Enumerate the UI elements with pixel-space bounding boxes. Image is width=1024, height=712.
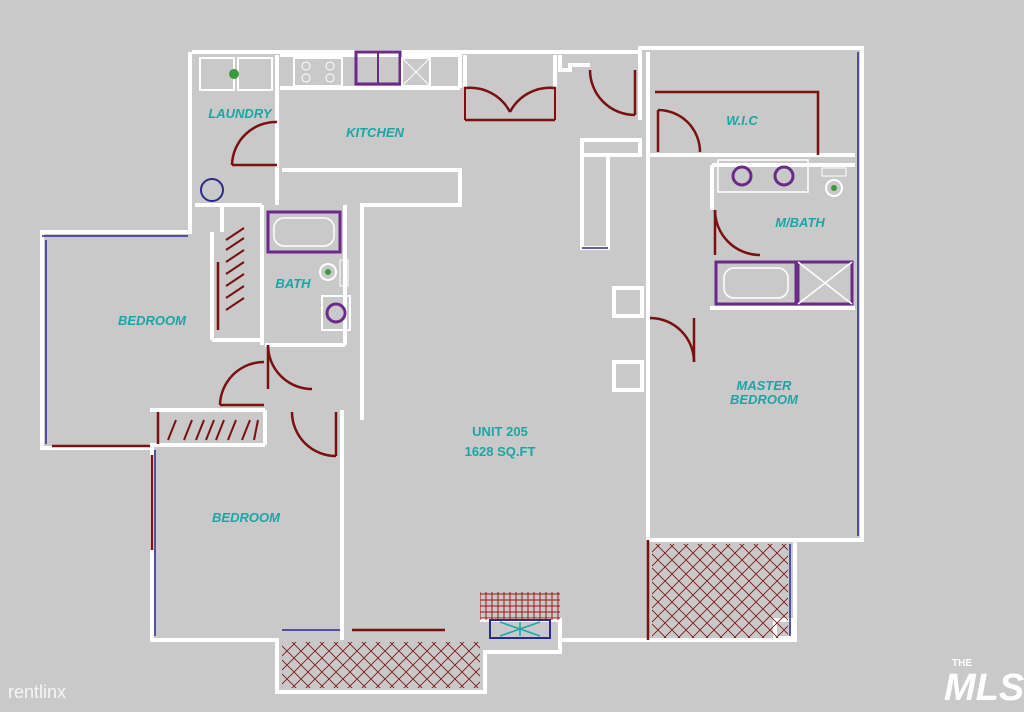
stove-icon — [293, 57, 343, 87]
fixtures — [199, 50, 854, 331]
rentlinx-watermark: rentlinx — [8, 682, 66, 702]
walls — [40, 46, 864, 694]
mls-logo: MLS — [944, 667, 1024, 709]
balconies — [282, 544, 788, 688]
label-bedroom-2: BEDROOM — [212, 510, 281, 525]
watermarks: rentlinx THE MLS — [8, 658, 1024, 709]
bathtub-icon — [266, 210, 342, 254]
windows — [42, 52, 859, 636]
unit-name: UNIT 205 — [472, 424, 528, 439]
label-mbath: M/BATH — [775, 215, 825, 230]
mls-the: THE — [952, 658, 972, 669]
label-master-line1: MASTER — [737, 378, 793, 393]
label-bedroom-1: BEDROOM — [118, 313, 187, 328]
label-laundry: LAUNDRY — [208, 106, 273, 121]
label-bath: BATH — [275, 276, 311, 291]
label-kitchen: KITCHEN — [346, 125, 404, 140]
master-tub-icon — [714, 260, 798, 306]
label-wic: W.I.C — [726, 113, 758, 128]
dishwasher-icon — [401, 57, 431, 87]
fireplace-icon — [489, 619, 551, 639]
doors — [52, 69, 820, 640]
balcony-right — [652, 544, 788, 638]
fireplace-hearth — [480, 592, 560, 620]
label-master-line2: BEDROOM — [730, 392, 799, 407]
shower-icon — [796, 260, 854, 306]
toilet-icon — [319, 263, 337, 281]
room-labels: LAUNDRY KITCHEN W.I.C M/BATH BATH BEDROO… — [118, 106, 825, 525]
unit-area: 1628 SQ.FT — [465, 444, 536, 459]
balcony-bottom — [282, 642, 480, 688]
bath-sink-icon — [321, 295, 351, 331]
closet-hangers — [167, 227, 259, 441]
vanity-sink-icon — [731, 165, 753, 187]
